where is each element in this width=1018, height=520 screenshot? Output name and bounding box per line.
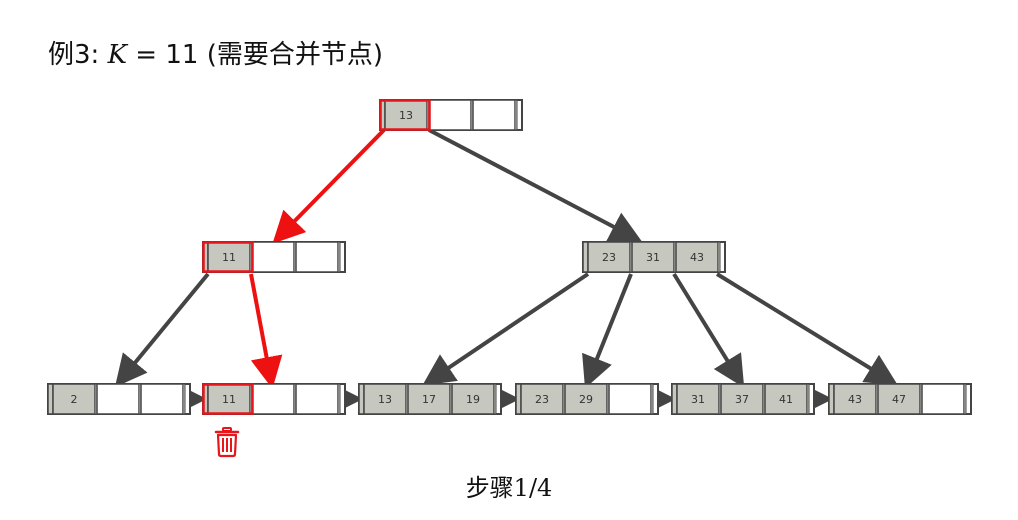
tree-edges [114,128,898,389]
empty-key-cell [428,99,472,131]
edge-root-to-internal-1 [428,128,643,242]
leaf-node-5: 43 47 [828,383,972,415]
key-cell [52,383,96,415]
key-cell [451,383,495,415]
empty-key-cell [251,241,295,273]
internal-node-0: 11 [202,241,346,273]
edge-internal-0-to-leaf-0 [114,272,210,388]
trash-icon [214,427,240,458]
highlighted-key-outline [202,241,254,273]
step-label: 步骤1/4 [465,474,553,502]
leaf-node-4: 31 37 41 [671,383,815,415]
key-label: 2 [71,393,78,406]
key-label: 37 [735,393,749,406]
key-cell [631,241,675,273]
edge-internal-1-to-leaf-2 [422,272,590,386]
title-equals: = [127,40,166,70]
key-label: 13 [378,393,392,406]
highlighted-key-outline [379,99,431,131]
empty-key-cell [295,383,339,415]
edge-internal-0-to-leaf-1 [249,273,283,389]
title-variable: K [107,40,128,70]
page-title: 例3: K = 11 (需要合并节点) [48,34,383,71]
empty-key-cell [96,383,140,415]
empty-key-cell [140,383,184,415]
leaf-node-3: 23 29 [515,383,659,415]
key-label: 13 [399,109,413,122]
key-label: 17 [422,393,436,406]
empty-key-cell [295,241,339,273]
title-prefix: 例3: [48,40,108,70]
pointer-slot [337,241,341,273]
title-value: 11 [165,40,199,70]
pointer-slot [963,383,967,415]
pointer-slot [493,383,497,415]
edge-root-to-internal-0 [272,128,386,244]
tree-nodes: 13 11 23 31 43 2 11 13 17 19 23 29 31 37 41 43 47 [47,99,972,415]
key-label: 31 [646,251,660,264]
trash-icon [214,427,240,458]
edge-internal-1-to-leaf-3 [582,273,633,389]
key-label: 41 [779,393,793,406]
internal-node-1: 23 31 43 [582,241,726,273]
leaf-node-2: 13 17 19 [358,383,502,415]
key-label: 23 [535,393,549,406]
empty-key-cell [472,99,516,131]
root-node: 13 [379,99,523,131]
edge-internal-1-to-leaf-4 [672,272,745,388]
key-cell [520,383,564,415]
key-label: 43 [690,251,704,264]
pointer-slot [806,383,810,415]
empty-key-cell [251,383,295,415]
key-cell [833,383,877,415]
pointer-slot [717,241,721,273]
key-cell [407,383,451,415]
pointer-slot [182,383,186,415]
key-cell [564,383,608,415]
key-label: 43 [848,393,862,406]
key-label: 29 [579,393,593,406]
pointer-slot [650,383,654,415]
empty-key-cell [608,383,652,415]
key-cell [676,383,720,415]
pointer-slot [337,383,341,415]
key-label: 11 [222,393,236,406]
key-label: 11 [222,251,236,264]
key-cell [207,383,251,415]
key-label: 47 [892,393,906,406]
key-label: 23 [602,251,616,264]
key-label: 19 [466,393,480,406]
key-label: 31 [691,393,705,406]
title-note: (需要合并节点) [198,40,383,70]
leaf-node-1: 11 [202,383,346,415]
edge-internal-1-to-leaf-5 [715,272,898,386]
highlighted-key-outline [202,383,254,415]
empty-key-cell [921,383,965,415]
leaf-node-0: 2 [47,383,191,415]
pointer-slot [514,99,518,131]
